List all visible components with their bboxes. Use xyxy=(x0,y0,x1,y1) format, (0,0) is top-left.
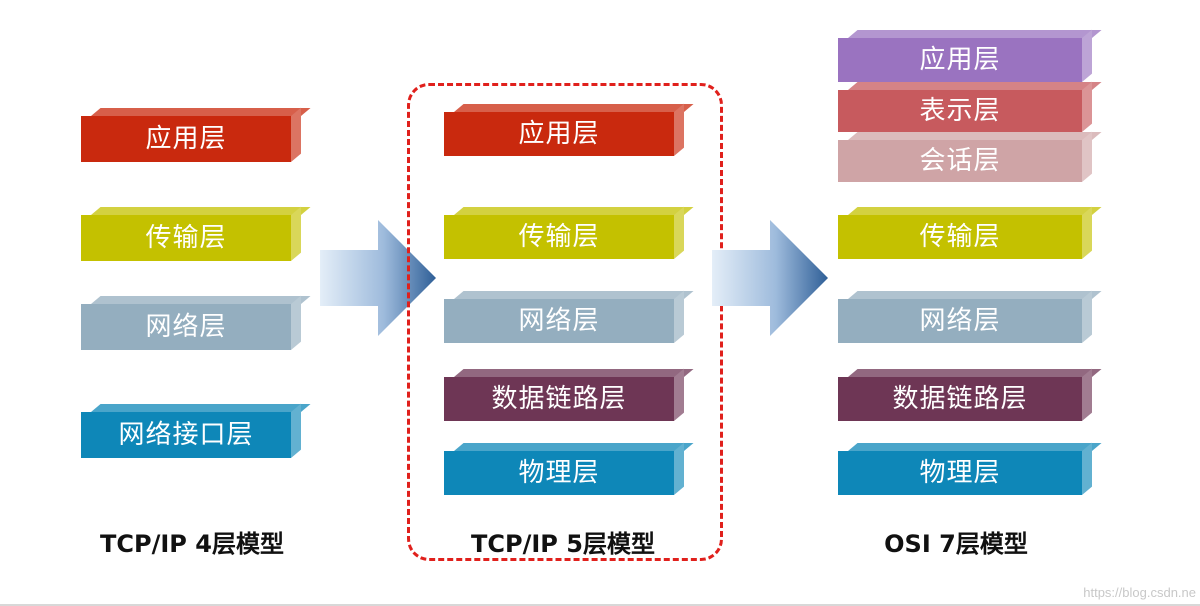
tcpip5-data-link-layer: 数据链路层 xyxy=(444,368,694,421)
block-top-face xyxy=(90,296,311,304)
highlight-box xyxy=(407,83,723,561)
tcpip5-title: TCP/IP 5层模型 xyxy=(471,530,655,558)
layer-label: 数据链路层 xyxy=(892,384,1028,414)
layer-label: 物理层 xyxy=(518,458,600,488)
block-side-face xyxy=(1082,442,1092,495)
tcpip4-transport-layer: 传输层 xyxy=(81,206,311,261)
block-side-face xyxy=(1082,131,1092,182)
osi-session-layer: 会话层 xyxy=(838,131,1102,182)
block-side-face xyxy=(674,103,684,156)
block-top-face xyxy=(90,207,311,215)
block-top-face xyxy=(453,207,694,215)
block-top-face xyxy=(90,108,311,116)
block-side-face xyxy=(1082,206,1092,259)
osi-transport-layer: 传输层 xyxy=(838,206,1102,259)
layer-label: 应用层 xyxy=(919,45,1001,75)
layer-label: 会话层 xyxy=(919,146,1001,176)
block-side-face xyxy=(674,442,684,495)
osi-application-layer: 应用层 xyxy=(838,29,1102,83)
tcpip5-application-layer: 应用层 xyxy=(444,103,694,156)
layer-label: 传输层 xyxy=(518,222,600,252)
block-front-face: 应用层 xyxy=(81,116,291,162)
osi-network-layer: 网络层 xyxy=(838,290,1102,343)
layer-label: 网络层 xyxy=(145,312,227,342)
tcpip5-physical-layer: 物理层 xyxy=(444,442,694,495)
layer-label: 网络层 xyxy=(518,306,600,336)
block-front-face: 数据链路层 xyxy=(838,377,1082,421)
block-front-face: 应用层 xyxy=(444,112,674,156)
block-top-face xyxy=(847,443,1102,451)
block-front-face: 传输层 xyxy=(838,215,1082,259)
block-top-face xyxy=(453,369,694,377)
block-top-face xyxy=(847,30,1102,38)
watermark-url: https://blog.csdn.ne xyxy=(1083,585,1196,600)
block-side-face xyxy=(1082,290,1092,343)
block-front-face: 应用层 xyxy=(838,38,1082,82)
osi-presentation-layer: 表示层 xyxy=(838,81,1102,132)
block-front-face: 传输层 xyxy=(81,215,291,261)
layer-label: 网络层 xyxy=(919,306,1001,336)
block-side-face xyxy=(291,206,301,261)
block-top-face xyxy=(847,82,1102,90)
bottom-divider xyxy=(0,604,1200,606)
block-front-face: 物理层 xyxy=(838,451,1082,495)
osi-title: OSI 7层模型 xyxy=(884,530,1028,558)
block-front-face: 网络层 xyxy=(81,304,291,350)
block-front-face: 物理层 xyxy=(444,451,674,495)
block-top-face xyxy=(847,132,1102,140)
block-side-face xyxy=(1082,368,1092,421)
right-arrow-icon xyxy=(712,220,828,336)
block-top-face xyxy=(453,104,694,112)
block-front-face: 网络层 xyxy=(838,299,1082,343)
block-front-face: 网络层 xyxy=(444,299,674,343)
block-top-face xyxy=(453,443,694,451)
block-side-face xyxy=(291,107,301,162)
tcpip4-network-layer: 网络层 xyxy=(81,295,311,350)
osi-physical-layer: 物理层 xyxy=(838,442,1102,495)
layer-label: 应用层 xyxy=(518,119,600,149)
layer-label: 传输层 xyxy=(919,222,1001,252)
tcpip4-network-interface-layer: 网络接口层 xyxy=(81,403,311,458)
block-side-face xyxy=(674,290,684,343)
block-side-face xyxy=(1082,29,1092,83)
block-front-face: 传输层 xyxy=(444,215,674,259)
osi-data-link-layer: 数据链路层 xyxy=(838,368,1102,421)
block-front-face: 数据链路层 xyxy=(444,377,674,421)
block-side-face xyxy=(674,368,684,421)
layer-label: 表示层 xyxy=(919,96,1001,126)
tcpip5-transport-layer: 传输层 xyxy=(444,206,694,259)
layer-label: 网络接口层 xyxy=(118,420,254,450)
tcpip4-application-layer: 应用层 xyxy=(81,107,311,162)
layer-label: 应用层 xyxy=(145,124,227,154)
block-top-face xyxy=(847,291,1102,299)
block-top-face xyxy=(453,291,694,299)
block-side-face xyxy=(291,295,301,350)
block-front-face: 表示层 xyxy=(838,90,1082,132)
block-front-face: 会话层 xyxy=(838,140,1082,182)
block-side-face xyxy=(291,403,301,458)
tcpip5-network-layer: 网络层 xyxy=(444,290,694,343)
block-top-face xyxy=(847,369,1102,377)
block-top-face xyxy=(90,404,311,412)
layer-label: 传输层 xyxy=(145,223,227,253)
block-front-face: 网络接口层 xyxy=(81,412,291,458)
block-top-face xyxy=(847,207,1102,215)
block-side-face xyxy=(674,206,684,259)
layer-label: 物理层 xyxy=(919,458,1001,488)
tcpip4-title: TCP/IP 4层模型 xyxy=(100,530,284,558)
layer-label: 数据链路层 xyxy=(491,384,627,414)
block-side-face xyxy=(1082,81,1092,132)
